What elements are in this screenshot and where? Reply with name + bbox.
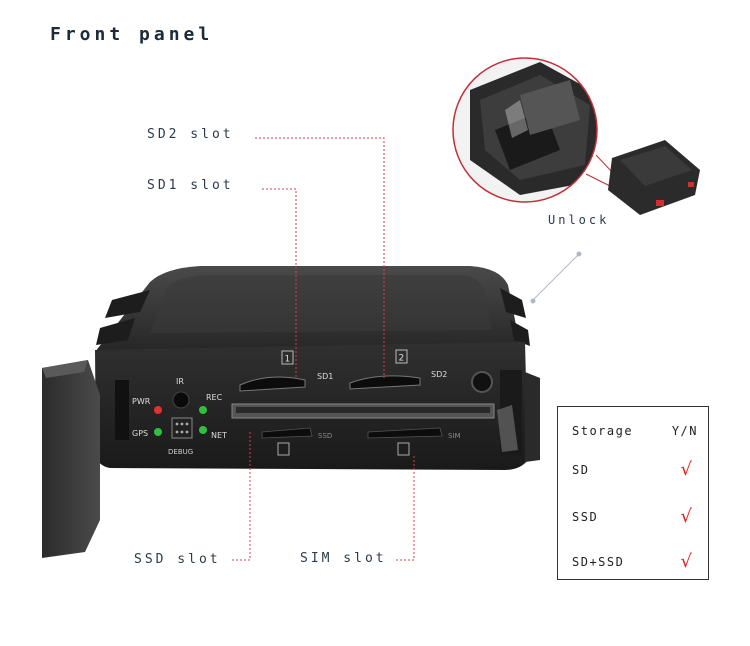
sd2-slot [349, 375, 421, 390]
check-icon: √ [680, 459, 692, 480]
open-door [42, 360, 100, 558]
table-row: SD+SSD √ [558, 551, 708, 575]
label-slot1: 1 [285, 355, 291, 365]
header-yn: Y/N [671, 424, 698, 438]
row-name: SD [572, 463, 590, 477]
led-pwr [154, 406, 162, 414]
label-debug: DEBUG [168, 448, 193, 456]
check-icon: √ [680, 506, 692, 527]
row-name: SSD [572, 510, 599, 524]
sd2-slot-label: SD2 slot [147, 127, 234, 142]
label-pwr: PWR [132, 397, 151, 406]
label-gps: GPS [132, 429, 148, 438]
debug-port [171, 417, 193, 439]
led-rec [199, 406, 207, 414]
check-icon: √ [680, 551, 692, 572]
unlock-label: Unlock [548, 213, 610, 227]
storage-table: Storage Y/N SD √ SSD √ SD+SSD √ [557, 406, 709, 580]
label-sd2: SD2 [431, 370, 447, 379]
page-title: Front panel [50, 24, 214, 45]
row-name: SD+SSD [572, 555, 625, 569]
label-ssd: SSD [318, 432, 332, 440]
led-net [199, 426, 207, 434]
label-rec: REC [206, 393, 223, 402]
label-slot2: 2 [399, 354, 405, 364]
label-ir: IR [176, 377, 184, 386]
table-row: SD √ [558, 459, 708, 483]
device-thumbnail [608, 140, 700, 215]
table-row: SSD √ [558, 506, 708, 530]
sim-slot-label: SIM slot [300, 551, 387, 566]
label-sim: SIM [448, 432, 461, 440]
label-sd1: SD1 [317, 372, 333, 381]
sd1-slot-label: SD1 slot [147, 178, 234, 193]
unlock-zoom-circle [452, 57, 598, 203]
ssd-slot-label: SSD slot [134, 552, 221, 567]
table-header: Storage Y/N [558, 424, 708, 444]
header-storage: Storage [572, 424, 634, 438]
sd1-slot [239, 376, 306, 392]
callout-lines [232, 137, 415, 561]
ir-sensor [172, 391, 190, 409]
label-net: NET [211, 431, 227, 440]
led-gps [154, 428, 162, 436]
